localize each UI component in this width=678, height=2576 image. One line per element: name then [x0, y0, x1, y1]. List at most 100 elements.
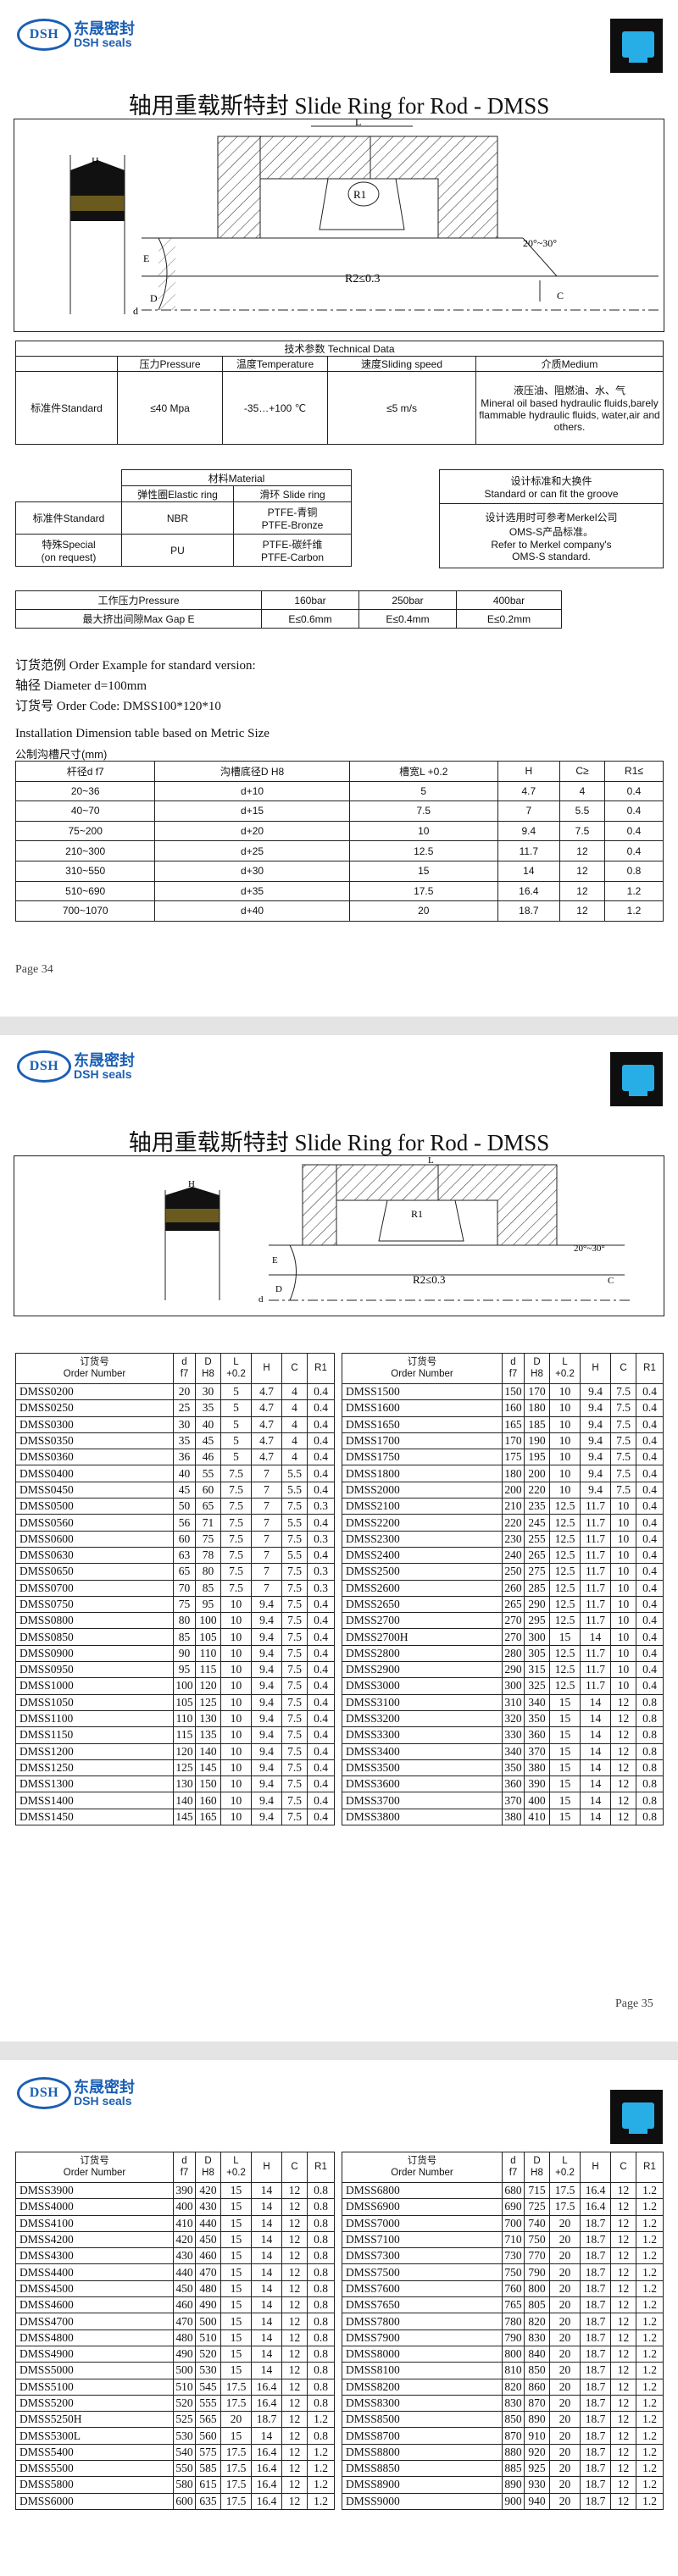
size-cell: 120 [195, 1677, 221, 1695]
order-number-cell: DMSS4300 [15, 2247, 174, 2265]
size-cell: 12 [281, 2460, 308, 2478]
size-cell: 16.4 [251, 2460, 282, 2478]
installation-cell: 510~690 [14, 880, 156, 902]
size-cell: 11.7 [580, 1661, 611, 1679]
size-cell: 20 [549, 2345, 581, 2363]
size-cell: 10 [220, 1677, 252, 1695]
slide-ring-header: 滑环 Slide ring [233, 485, 352, 502]
order-number-cell: DMSS0200 [15, 1382, 174, 1401]
size-cell: 390 [524, 1776, 550, 1793]
size-cell: 0.4 [307, 1449, 335, 1466]
size-cell: 10 [610, 1498, 636, 1515]
size-cell: 9.4 [251, 1677, 282, 1695]
size-cell: 125 [195, 1693, 221, 1711]
installation-header-cell: 沟槽底径D H8 [154, 761, 350, 782]
size-cell: 12 [610, 2329, 636, 2346]
order-example-line: 订货范例 Order Example for standard version: [15, 659, 256, 673]
size-cell: 265 [524, 1546, 550, 1565]
size-cell: 0.4 [636, 1382, 664, 1401]
size-cell: 130 [173, 1776, 196, 1793]
order-number-cell: DMSS7600 [342, 2280, 503, 2298]
size-cell: 750 [524, 2230, 550, 2249]
size-cell: 7.5 [610, 1415, 636, 1433]
size-cell: 430 [195, 2198, 221, 2216]
size-cell: 10 [549, 1415, 581, 1433]
size-cell: 75 [173, 1595, 196, 1614]
size-cell: 1.2 [636, 2394, 664, 2413]
size-cell: 280 [502, 1644, 525, 1663]
size-cell: 1.2 [307, 2476, 335, 2494]
logo-name-cn: 东晟密封 [74, 2079, 135, 2096]
size-cell: 200 [524, 1465, 550, 1482]
size-cell: 7.5 [220, 1563, 252, 1581]
size-cell: 780 [502, 2313, 525, 2330]
size-cell: 0.4 [307, 1382, 335, 1401]
size-cell: 16.4 [251, 2443, 282, 2462]
size-cell: 12.5 [549, 1661, 581, 1679]
order-number-cell: DMSS7900 [342, 2329, 503, 2346]
size-cell: 70 [173, 1579, 196, 1597]
size-cell: 12 [281, 2411, 308, 2429]
size-cell: 18.7 [580, 2247, 611, 2265]
page-corner-badge [610, 2090, 663, 2144]
size-cell: 0.8 [307, 2427, 335, 2445]
order-number-cell: DMSS0500 [15, 1498, 174, 1515]
size-cell: 760 [502, 2280, 525, 2298]
size-cell: 11.7 [580, 1530, 611, 1548]
size-cell: 170 [502, 1432, 525, 1450]
size-cell: 7.5 [281, 1742, 308, 1760]
size-cell: 0.8 [636, 1709, 664, 1728]
size-cell: 410 [173, 2214, 196, 2232]
order-number-cell: DMSS1200 [15, 1742, 174, 1760]
size-cell: 12 [610, 2263, 636, 2281]
order-number-cell: DMSS0450 [15, 1481, 174, 1499]
size-cell: 820 [524, 2313, 550, 2330]
size-cell: 165 [195, 1808, 221, 1826]
size-cell: 36 [173, 1449, 196, 1466]
temperature-value: -35…+100 ℃ [222, 371, 328, 445]
size-cell: 830 [524, 2329, 550, 2346]
installation-cell: 12.5 [348, 840, 498, 861]
page-corner-badge [610, 19, 663, 73]
size-cell: 15 [220, 2345, 252, 2363]
size-cell: 7.5 [220, 1514, 252, 1532]
size-cell: 470 [173, 2313, 196, 2330]
order-number-cell: DMSS0800 [15, 1612, 174, 1630]
size-cell: 0.8 [307, 2214, 335, 2232]
size-cell: 7.5 [281, 1644, 308, 1663]
size-cell: 14 [251, 2362, 282, 2379]
size-cell: 10 [549, 1382, 581, 1401]
size-cell: 490 [195, 2296, 221, 2314]
size-cell: 750 [502, 2263, 525, 2281]
size-cell: 0.4 [636, 1399, 664, 1417]
installation-cell: 12 [559, 840, 606, 861]
size-cell: 20 [549, 2329, 581, 2346]
size-cell: 0.4 [636, 1644, 664, 1663]
size-cell: 12 [610, 2443, 636, 2462]
order-number-cell: DMSS2400 [342, 1546, 503, 1565]
order-number-cell: DMSS5250H [15, 2411, 174, 2429]
size-cell: 0.8 [307, 2394, 335, 2413]
size-cell: 4.7 [251, 1415, 282, 1433]
order-number-cell: DMSS5300L [15, 2427, 174, 2445]
order-number-cell: DMSS0850 [15, 1628, 174, 1646]
page-separator [0, 1017, 678, 1035]
order-number-cell: DMSS0600 [15, 1530, 174, 1548]
size-cell: 0.4 [307, 1693, 335, 1711]
size-cell: 9.4 [580, 1382, 611, 1401]
size-cell: 420 [195, 2181, 221, 2200]
